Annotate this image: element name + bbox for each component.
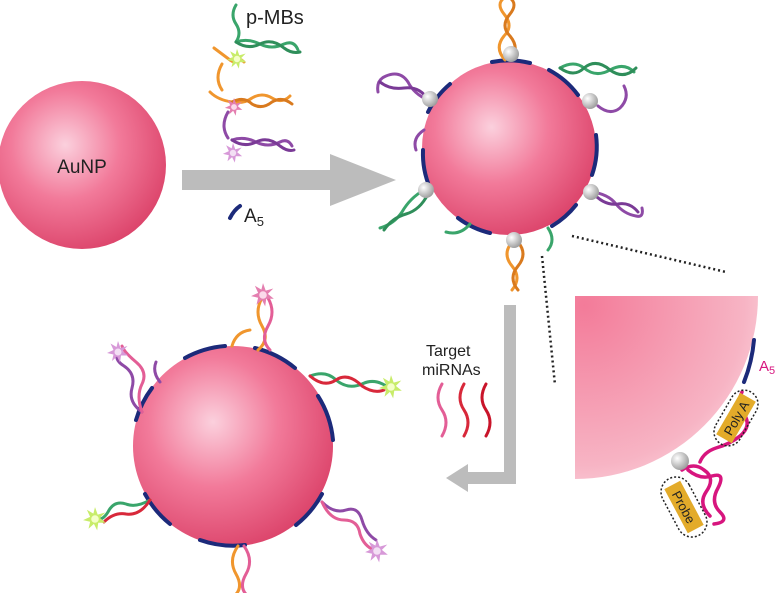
process-arrow bbox=[182, 154, 396, 206]
aunp-label: AuNP bbox=[57, 157, 107, 178]
bare-aunp: AuNP bbox=[0, 81, 166, 249]
zoom-inset: A5 Poly A Probe bbox=[575, 296, 775, 538]
target-mirnas: Target miRNAs bbox=[422, 343, 492, 438]
a5-label: A5 bbox=[244, 206, 264, 229]
p-mbs-label: p-MBs bbox=[246, 7, 304, 29]
a5-label-group: A5 bbox=[228, 204, 264, 229]
target-label-line2: miRNAs bbox=[422, 362, 481, 379]
target-label-line1: Target bbox=[426, 343, 471, 360]
functionalized-aunp bbox=[376, 0, 644, 292]
target-arrow bbox=[446, 305, 516, 492]
zoom-a5-label: A5 bbox=[759, 358, 775, 377]
hybridized-aunp bbox=[83, 283, 402, 593]
zoom-guides bbox=[540, 234, 727, 386]
p-mbs-probes: p-MBs bbox=[208, 3, 304, 163]
